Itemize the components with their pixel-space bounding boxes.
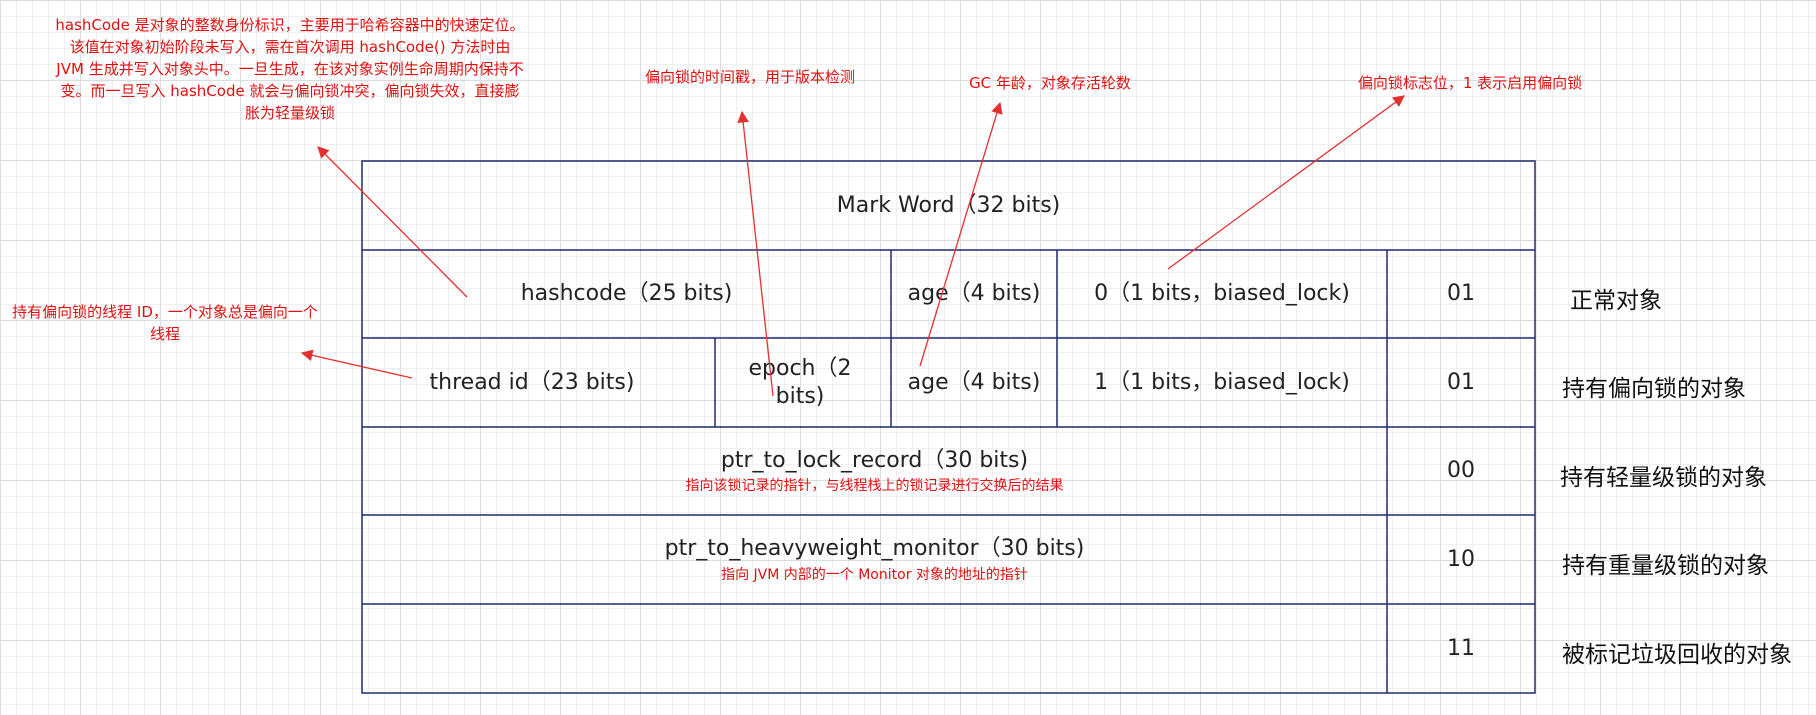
thread-id-annotation: 持有偏向锁的线程 ID，一个对象总是偏向一个线程 <box>12 303 318 343</box>
state-label: 被标记垃圾回收的对象 <box>1562 642 1792 668</box>
lock-record-pointer-note: 指向该锁记录的指针，与线程栈上的锁记录进行交换后的结果 <box>685 478 1064 494</box>
epoch-cell: epoch（2 bits) <box>748 356 852 409</box>
biased-lock-flag-cell: 1（1 bits，biased_lock) <box>1094 369 1350 395</box>
monitor-pointer-note: 指向 JVM 内部的一个 Monitor 对象的地址的指针 <box>721 566 1028 583</box>
state-label: 持有重量级锁的对象 <box>1562 553 1769 579</box>
hashcode-arrow <box>317 146 468 298</box>
age-annotation: GC 年龄，对象存活轮数 <box>969 74 1131 92</box>
lock-bits-cell: 11 <box>1447 635 1475 661</box>
state-label: 正常对象 <box>1570 288 1662 314</box>
age-cell: age（4 bits) <box>907 369 1041 395</box>
monitor-pointer-label: ptr_to_heavyweight_monitor（30 bits) <box>664 536 1085 561</box>
lock-bits-cell: 00 <box>1447 458 1475 484</box>
lock-bits-cell: 10 <box>1447 546 1475 572</box>
biased-lock-annotation: 偏向锁标志位，1 表示启用偏向锁 <box>1357 74 1583 92</box>
biased-lock-flag-cell: 0（1 bits，biased_lock) <box>1094 281 1350 307</box>
lock-record-pointer-cell: ptr_to_lock_record（30 bits) 指向该锁记录的指针，与线… <box>362 427 1387 515</box>
thread-id-arrow <box>300 349 413 379</box>
state-label: 持有轻量级锁的对象 <box>1560 465 1767 491</box>
lock-record-pointer-label: ptr_to_lock_record（30 bits) <box>720 447 1029 473</box>
biased-lock-arrow <box>1167 95 1405 270</box>
lock-bits-cell: 01 <box>1447 281 1475 307</box>
state-label: 持有偏向锁的对象 <box>1562 376 1746 402</box>
thread-id-cell: thread id（23 bits) <box>429 369 635 395</box>
mark-word-header: Mark Word（32 bits) <box>836 192 1061 218</box>
age-arrow <box>919 101 1003 367</box>
epoch-annotation: 偏向锁的时间戳，用于版本检测 <box>644 68 855 86</box>
hashcode-annotation: hashCode 是对象的整数身份标识，主要用于哈希容器中的快速定位。该值在对象… <box>55 16 525 122</box>
age-cell: age（4 bits) <box>907 281 1041 307</box>
epoch-arrow <box>737 110 774 397</box>
hashcode-cell: hashcode（25 bits) <box>520 281 733 307</box>
lock-bits-cell: 01 <box>1447 369 1475 395</box>
monitor-pointer-cell: ptr_to_heavyweight_monitor（30 bits) 指向 J… <box>362 515 1387 604</box>
